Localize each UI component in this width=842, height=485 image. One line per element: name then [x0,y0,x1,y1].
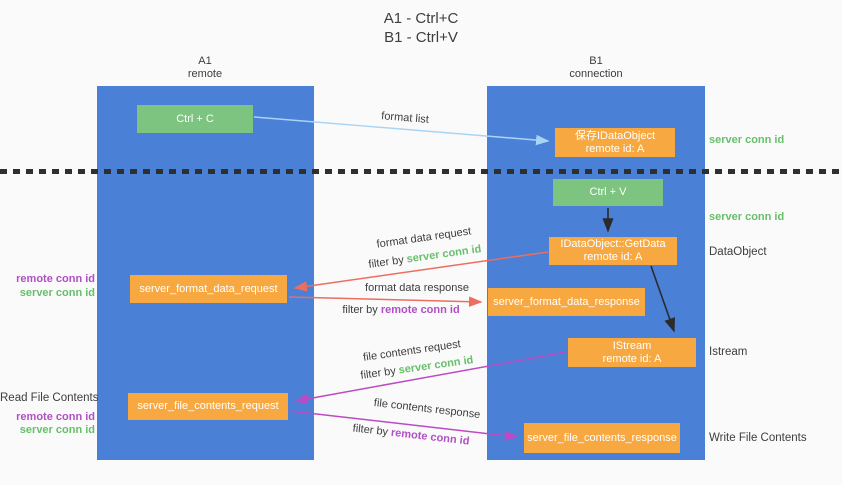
section-separator [0,169,842,174]
file-contents-response-label: file contents response [373,396,481,422]
node-istream-line1: IStream [612,339,652,352]
remote-conn-id-text: remote conn id [390,426,471,448]
node-save-idataobject-line1: 保存IDataObject [574,129,656,142]
title-line-1: A1 - Ctrl+C [383,10,459,27]
node-istream-line2: remote id: A [602,352,662,365]
node-ctrl-c-label: Ctrl + C [176,112,214,125]
server-conn-id-text: server conn id [405,243,483,266]
filter-by-text: filter by [367,253,408,271]
column-b1-subtitle: connection [569,68,623,80]
server-conn-id-annotation-2: server conn id [709,211,785,223]
node-server-format-data-request-label: server_format_data_request [139,282,278,295]
node-ctrl-v-label: Ctrl + V [589,186,627,198]
column-a1-subtitle: remote [187,68,223,80]
remote-conn-id-annotation-2: remote conn id [16,411,95,423]
node-ctrl-c: Ctrl + C [137,105,253,133]
format-list-label: format list [380,110,430,126]
dataobject-annotation: DataObject [709,246,767,258]
server-conn-id-annotation-4: server conn id [19,424,95,436]
filter-by-text: filter by [352,422,392,439]
column-header-b1: B1 connection [536,55,656,81]
node-idataobject-getdata: IDataObject::GetData remote id: A [549,237,677,265]
column-a1-name: A1 [198,55,212,67]
filter-by-text: filter by [342,304,381,316]
node-save-idataobject-line2: remote id: A [585,142,645,155]
node-save-idataobject: 保存IDataObject remote id: A [555,128,675,157]
node-server-format-data-response: server_format_data_response [488,288,645,316]
node-server-format-data-response-label: server_format_data_response [493,295,640,308]
node-idataobject-getdata-line1: IDataObject::GetData [560,238,666,250]
diagram-title: A1 - Ctrl+C B1 - Ctrl+V [340,9,502,47]
column-b1-name: B1 [589,55,603,67]
format-data-response-label: format data response [365,282,469,294]
title-line-2: B1 - Ctrl+V [384,29,458,46]
node-istream: IStream remote id: A [568,338,696,367]
column-header-a1: A1 remote [145,55,265,81]
node-server-file-contents-request-label: server_file_contents_request [137,400,279,412]
format-data-response-arrow [288,296,483,307]
node-ctrl-v: Ctrl + V [553,179,663,206]
server-conn-id-annotation-3: server conn id [19,287,95,299]
remote-conn-id-annotation-1: remote conn id [16,273,95,285]
node-server-file-contents-request: server_file_contents_request [128,393,288,420]
node-server-file-contents-response: server_file_contents_response [524,423,680,453]
write-file-contents-annotation: Write File Contents [709,432,807,444]
server-conn-id-annotation-1: server conn id [709,134,785,146]
file-contents-response-filter-label: filter by remote conn id [336,421,487,451]
node-idataobject-getdata-line2: remote id: A [583,251,643,263]
format-data-response-filter-label: filter by remote conn id [326,304,476,317]
remote-conn-id-text: remote conn id [380,304,460,316]
node-server-format-data-request: server_format_data_request [130,275,287,303]
node-server-file-contents-response-label: server_file_contents_response [527,431,677,444]
read-file-contents-annotation: Read File Contents [0,392,99,404]
istream-annotation: Istream [709,346,748,358]
filter-by-text: filter by [359,364,400,382]
